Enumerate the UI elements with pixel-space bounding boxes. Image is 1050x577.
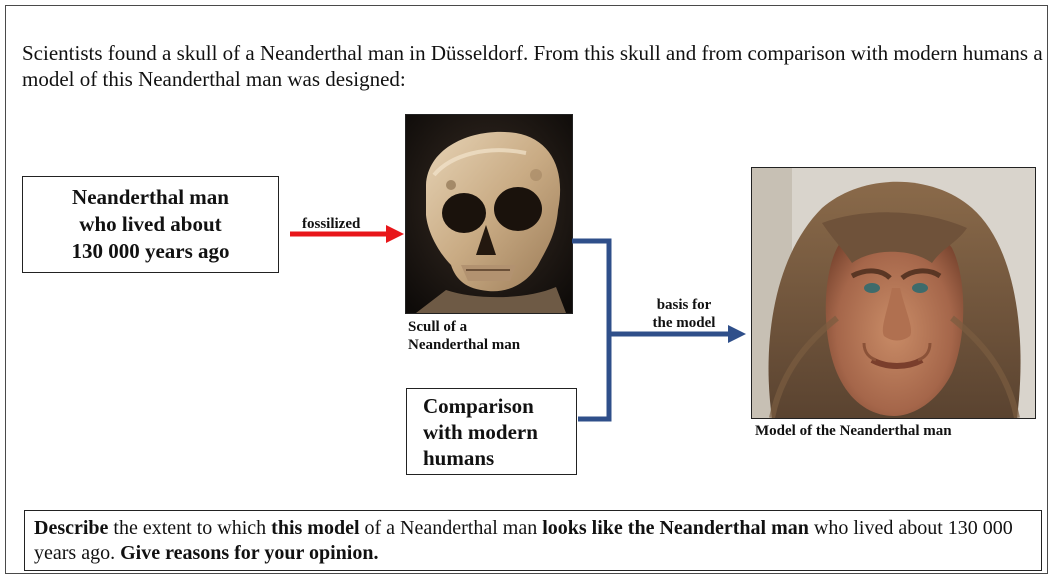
comparison-line-2: with modern [423,419,538,445]
question-looks-like: looks like the Neanderthal man [542,517,809,539]
question-give-reasons: Give reasons for your opinion. [120,542,378,564]
question-text-1: the extent to which [108,517,271,539]
skull-illustration [406,115,572,313]
neanderthal-model-illustration [752,168,1035,418]
comparison-line-1: Comparison [423,393,538,419]
origin-line-3: 130 000 years ago [71,238,229,265]
origin-line-2: who lived about [71,211,229,238]
basis-line-1: basis for [636,296,732,314]
skull-caption-line-2: Neanderthal man [408,336,520,354]
fossilized-label: fossilized [302,215,360,233]
origin-line-1: Neanderthal man [71,184,229,211]
question-text-2: of a Neanderthal man [360,517,543,539]
basis-label: basis for the model [636,296,732,332]
skull-caption: Scull of a Neanderthal man [408,318,520,354]
basis-line-2: the model [636,314,732,332]
neanderthal-origin-box: Neanderthal man who lived about 130 000 … [22,176,279,273]
model-photo [751,167,1036,419]
question-this-model: this model [271,517,359,539]
comparison-box: Comparison with modern humans [406,388,577,475]
skull-caption-line-1: Scull of a [408,318,520,336]
model-caption: Model of the Neanderthal man [755,422,952,440]
intro-text: Scientists found a skull of a Neandertha… [22,40,1047,92]
question-describe: Describe [34,517,108,539]
skull-photo [405,114,573,314]
comparison-line-3: humans [423,445,538,471]
question-box: Describe the extent to which this model … [24,510,1042,571]
